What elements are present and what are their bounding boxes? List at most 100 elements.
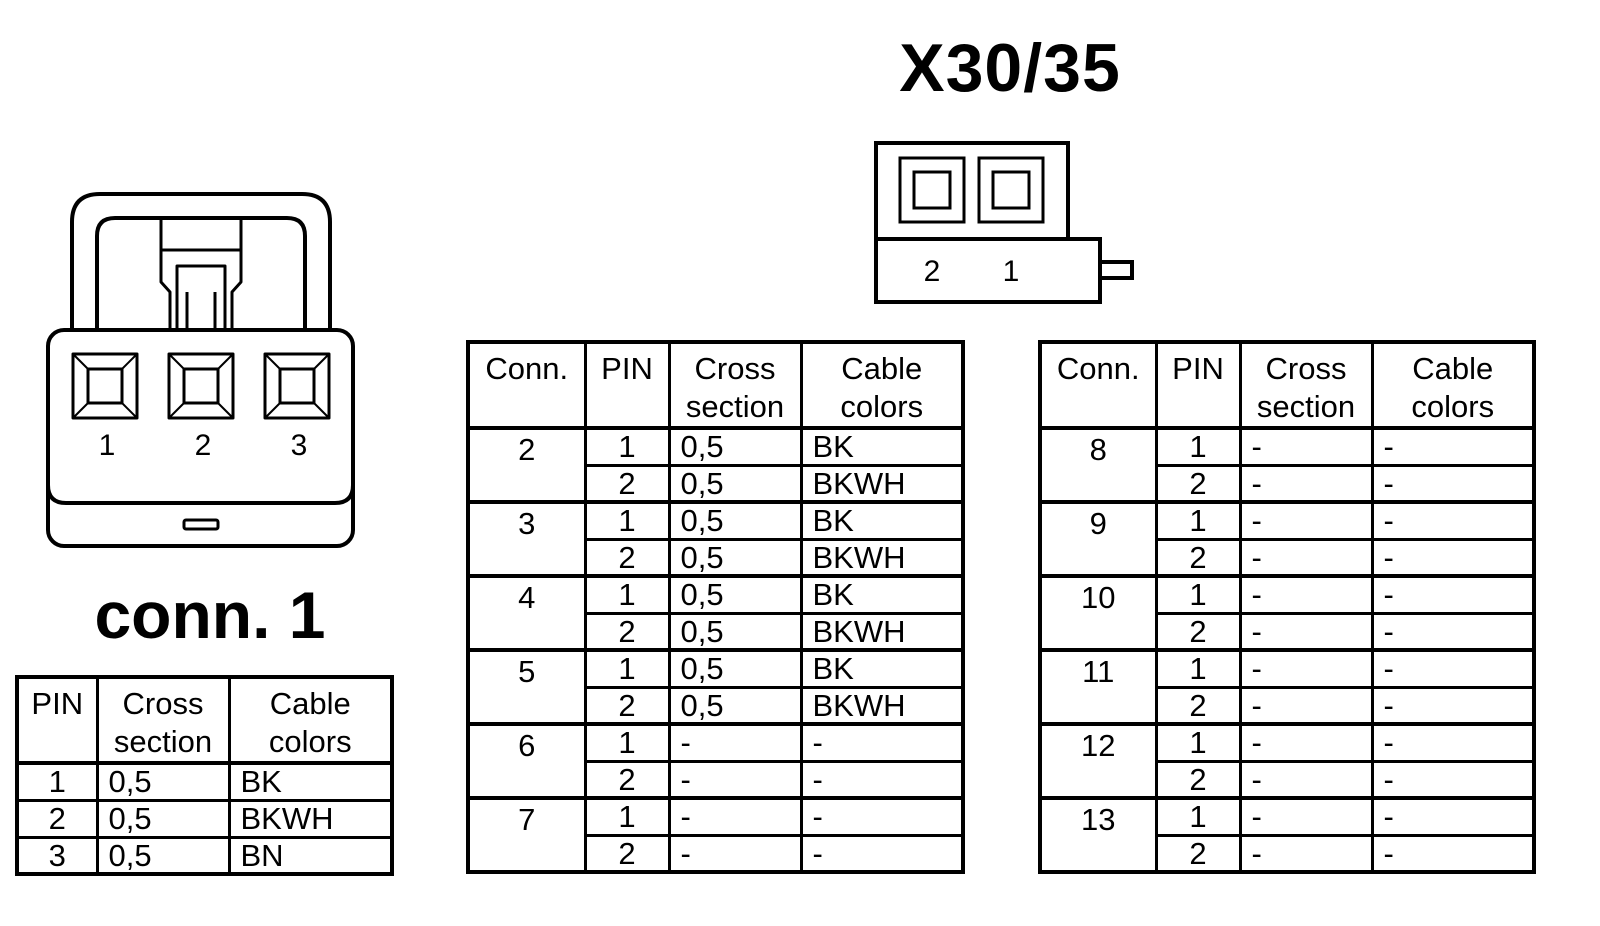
cross-section-cell: 0,5: [667, 648, 803, 689]
pin-cell: 2: [583, 833, 671, 874]
pin-cell: 2: [1154, 759, 1242, 800]
cable-color-cell: BK: [799, 648, 965, 689]
conn1-pin-label-1: 1: [99, 429, 116, 462]
cable-color-cell: BKWH: [799, 537, 965, 578]
cross-section-cell: -: [667, 722, 803, 763]
cable-color-cell: BKWH: [799, 685, 965, 726]
cable-color-cell: -: [1370, 611, 1536, 652]
header-pin: PIN: [15, 675, 99, 765]
conn1-pin-3-socket: [263, 352, 331, 420]
x30-pin-2-socket: [898, 156, 966, 224]
cable-color-cell: -: [1370, 833, 1536, 874]
pin-cell: 2: [1154, 833, 1242, 874]
conn-number-cell: 7: [466, 796, 587, 874]
conn1-pin-label-2: 2: [195, 429, 212, 462]
cable-color-cell: -: [1370, 574, 1536, 615]
cable-color-cell: BK: [799, 500, 965, 541]
header-conn: Conn.: [466, 340, 587, 430]
pin-cell: 2: [1154, 685, 1242, 726]
cross-section-cell: -: [1238, 426, 1374, 467]
conn-number-cell: 5: [466, 648, 587, 726]
cable-color-cell: -: [1370, 537, 1536, 578]
cross-section-cell: 0,5: [95, 761, 231, 802]
pin-cell: 1: [1154, 574, 1242, 615]
cross-section-cell: -: [1238, 685, 1374, 726]
cable-color-cell: -: [799, 796, 965, 837]
table-row: 2--: [1040, 833, 1536, 874]
cable-color-cell: BK: [799, 426, 965, 467]
cable-color-cell: BK: [227, 761, 394, 802]
cross-section-cell: -: [667, 833, 803, 874]
conn-number-cell: 9: [1038, 500, 1158, 578]
cable-color-cell: -: [799, 722, 965, 763]
cable-color-cell: -: [1370, 796, 1536, 837]
pin-cell: 2: [1154, 611, 1242, 652]
pin-cell: 1: [1154, 722, 1242, 763]
cable-color-cell: -: [799, 833, 965, 874]
x30-pin-1-socket: [977, 156, 1045, 224]
cable-color-cell: BKWH: [799, 611, 965, 652]
cable-color-cell: -: [1370, 426, 1536, 467]
cross-section-cell: -: [1238, 463, 1374, 504]
conn-number-cell: 6: [466, 722, 587, 800]
conn-number-cell: 12: [1038, 722, 1158, 800]
conn1-connector-drawing: [46, 192, 355, 548]
cross-section-cell: 0,5: [667, 574, 803, 615]
cross-section-cell: 0,5: [667, 500, 803, 541]
cable-color-cell: -: [1370, 500, 1536, 541]
cross-section-cell: -: [1238, 833, 1374, 874]
header-pin: PIN: [1154, 340, 1242, 430]
header-conn: Conn.: [1038, 340, 1158, 430]
cross-section-cell: 0,5: [95, 835, 231, 876]
conn1-pin-2-socket: [167, 352, 235, 420]
pin-cell: 1: [1154, 500, 1242, 541]
pin-cell: 1: [583, 796, 671, 837]
pin-cell: 2: [583, 537, 671, 578]
pin-cell: 2: [1154, 463, 1242, 504]
cross-section-cell: -: [667, 796, 803, 837]
x30-connector-drawing: [874, 141, 1134, 304]
table-row: 2--: [468, 833, 965, 874]
cable-color-cell: -: [1370, 759, 1536, 800]
header-pin: PIN: [583, 340, 671, 430]
pin-cell: 3: [15, 835, 99, 876]
cross-section-cell: -: [667, 759, 803, 800]
cross-section-cell: 0,5: [667, 463, 803, 504]
pin-cell: 2: [583, 463, 671, 504]
pin-cell: 1: [583, 426, 671, 467]
table-row: 2--: [1040, 537, 1536, 578]
x30-pin-label-1: 1: [1003, 255, 1020, 288]
pin-cell: 2: [583, 685, 671, 726]
conn-number-cell: 8: [1038, 426, 1158, 504]
conn-number-cell: 2: [466, 426, 587, 504]
cross-section-cell: -: [1238, 537, 1374, 578]
pin-cell: 2: [583, 759, 671, 800]
table-row: 2--: [1040, 685, 1536, 726]
conn-number-cell: 13: [1038, 796, 1158, 874]
conn1-pin-label-3: 3: [291, 429, 308, 462]
pin-cell: 1: [583, 722, 671, 763]
pin-cell: 1: [15, 761, 99, 802]
cross-section-cell: -: [1238, 500, 1374, 541]
cross-section-cell: 0,5: [667, 537, 803, 578]
pin-cell: 2: [15, 798, 99, 839]
